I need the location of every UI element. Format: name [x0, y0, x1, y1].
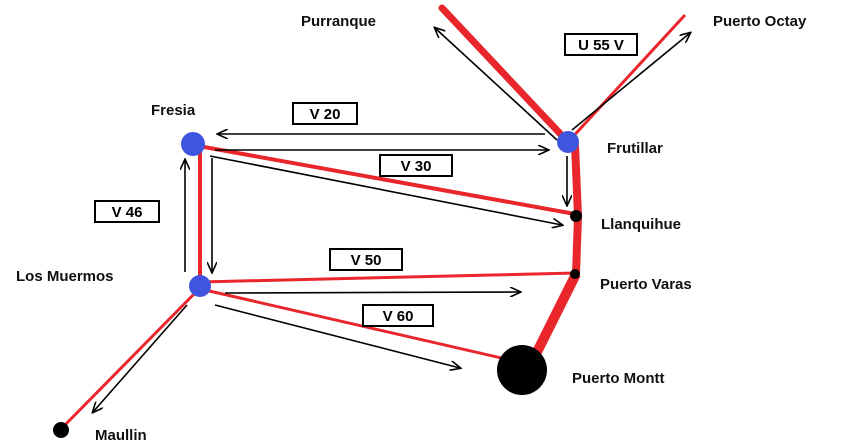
road-llanquihue-puerto-varas: [572, 215, 582, 275]
label-los-muermos: Los Muermos: [16, 268, 114, 285]
arrow-v60-to-puerto-montt: [214, 304, 460, 368]
road-fresia-llanquihue: [192, 143, 576, 216]
route-label-u55v: U 55 V: [578, 37, 624, 54]
town-labels: Purranque Puerto Octay Fresia Frutillar …: [16, 13, 807, 444]
arrow-to-maullin: [93, 304, 188, 412]
route-label-v30: V 30: [401, 158, 432, 175]
roads: [60, 4, 687, 430]
arrow-v30-to-llanquihue: [209, 155, 562, 225]
label-maullin: Maullin: [95, 427, 147, 444]
llanquihue-marker: [570, 210, 582, 222]
label-fresia: Fresia: [151, 102, 196, 119]
arrow-to-purranque: [435, 28, 558, 141]
route-label-v50: V 50: [351, 252, 382, 269]
route-label-v60: V 60: [383, 308, 414, 325]
road-frutillar-llanquihue: [571, 144, 582, 217]
road-purranque-frutillar: [438, 4, 572, 146]
label-purranque: Purranque: [301, 13, 376, 30]
puerto-montt-marker: [497, 345, 547, 395]
route-label-v46: V 46: [112, 204, 143, 221]
fresia-marker: [181, 132, 205, 156]
label-puerto-octay: Puerto Octay: [713, 13, 807, 30]
route-label-v20: V 20: [310, 106, 341, 123]
road-frutillar-puerto-octay: [566, 13, 687, 144]
label-frutillar: Frutillar: [607, 140, 663, 157]
label-puerto-montt: Puerto Montt: [572, 370, 664, 387]
frutillar-marker: [557, 131, 579, 153]
direction-arrows: [93, 28, 690, 412]
town-markers: [53, 131, 582, 438]
road-los-muermos-maullin: [60, 290, 198, 430]
los-muermos-marker: [189, 275, 211, 297]
road-los-muermos-puerto-montt: [204, 288, 511, 362]
route-boxes: U 55 V V 20 V 30 V 46 V 50 V 60: [94, 33, 638, 327]
arrow-v50-to-puerto-varas: [224, 292, 520, 293]
puerto-varas-marker: [570, 269, 580, 279]
road-los-muermos-puerto-varas: [199, 271, 577, 284]
arrow-to-puerto-octay: [571, 33, 690, 131]
label-llanquihue: Llanquihue: [601, 216, 681, 233]
label-puerto-varas: Puerto Varas: [600, 276, 692, 293]
maullin-marker: [53, 422, 69, 438]
